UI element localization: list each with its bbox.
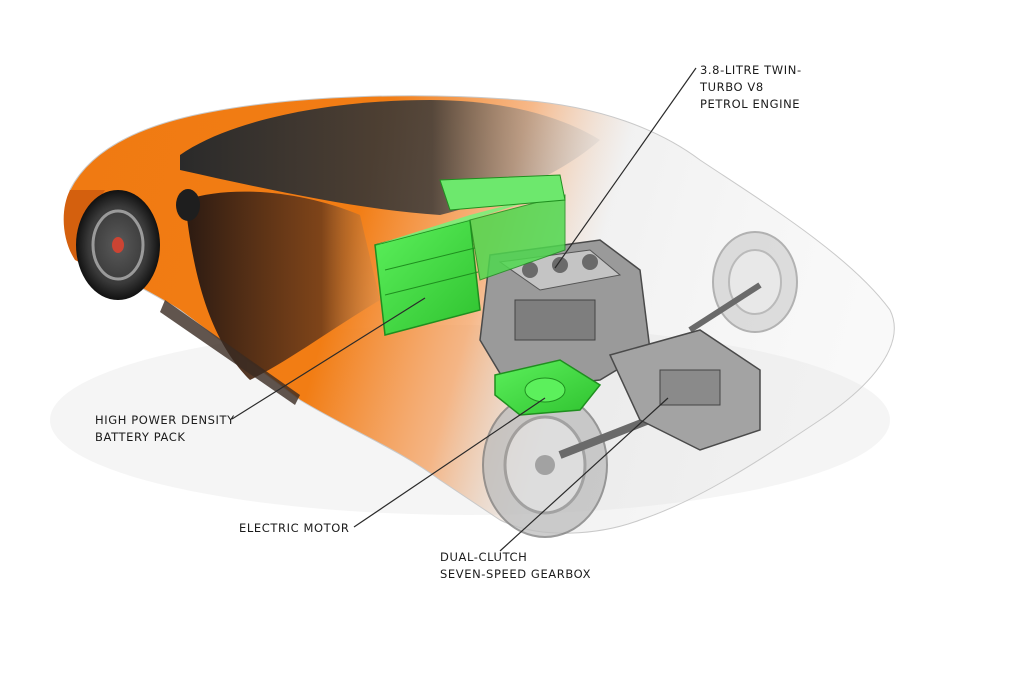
gearbox-callout-line-2: SEVEN-SPEED GEARBOX xyxy=(440,567,592,581)
engine-callout-line-1: 3.8-LITRE TWIN- xyxy=(700,63,802,77)
engine-leader-line xyxy=(554,67,697,269)
engine-callout: 3.8-LITRE TWIN- TURBO V8 PETROL ENGINE xyxy=(700,62,802,113)
battery-callout-line-2: BATTERY PACK xyxy=(95,430,186,444)
battery-leader-line xyxy=(231,297,426,420)
car-side-panel xyxy=(185,191,380,380)
far-rear-wheel xyxy=(712,231,798,333)
car-side-sill xyxy=(160,300,300,405)
motor-callout-line-1: ELECTRIC MOTOR xyxy=(239,521,350,535)
side-mirror xyxy=(176,189,200,221)
battery-pack xyxy=(374,174,566,336)
gearbox-callout-line-1: DUAL-CLUTCH xyxy=(440,550,528,564)
battery-callout: HIGH POWER DENSITY BATTERY PACK xyxy=(95,412,235,446)
electric-motor xyxy=(494,359,602,416)
gearbox-leader-line xyxy=(499,397,669,552)
motor-callout: ELECTRIC MOTOR xyxy=(239,520,350,537)
motor-leader-line xyxy=(353,397,546,528)
gearbox xyxy=(608,329,761,451)
engine-callout-line-2: TURBO V8 xyxy=(700,80,764,94)
v8-engine xyxy=(479,239,651,391)
rear-axle xyxy=(688,282,762,333)
battery-callout-line-1: HIGH POWER DENSITY xyxy=(95,413,235,427)
gearbox-callout: DUAL-CLUTCH SEVEN-SPEED GEARBOX xyxy=(440,549,591,583)
front-wheel xyxy=(76,190,160,300)
engine-callout-line-3: PETROL ENGINE xyxy=(700,97,801,111)
rear-wheel xyxy=(482,392,608,538)
